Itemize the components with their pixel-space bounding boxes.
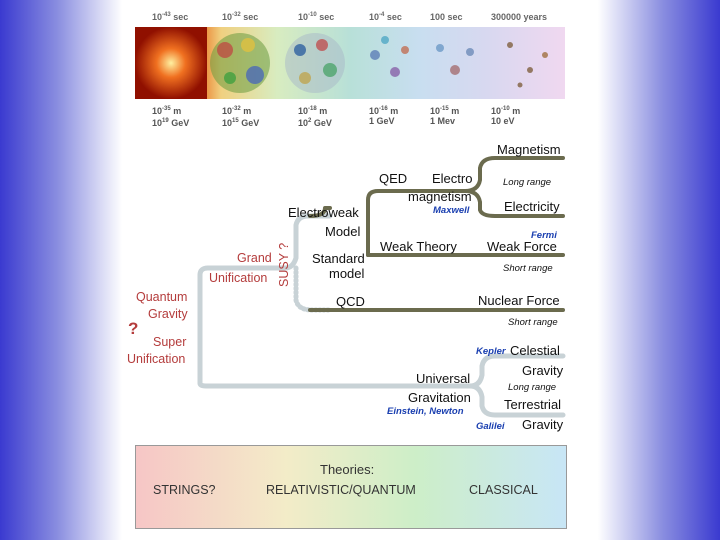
theory-relativistic-quantum: RELATIVISTIC/QUANTUM (266, 483, 416, 497)
theories-title: Theories: (320, 462, 375, 477)
label-model: Model (325, 224, 361, 239)
label-short-range-1: Short range (503, 263, 553, 274)
label-magnetism: Magnetism (497, 142, 561, 157)
time-label-3: 10-4 sec (369, 12, 402, 22)
label-electricity: Electricity (504, 199, 560, 214)
label-question: ? (128, 319, 139, 338)
label-fermi: Fermi (531, 230, 557, 241)
particle-blobs (210, 33, 548, 93)
time-label-4: 100 sec (430, 12, 463, 22)
label-celestial: Celestial (510, 343, 560, 358)
label-gravity-c: Gravity (522, 363, 564, 378)
label-galilei: Galilei (476, 421, 505, 432)
label-model2: model (329, 266, 365, 281)
label-unification: Unification (209, 271, 268, 285)
label-gravity-t: Gravity (522, 417, 564, 432)
label-kepler: Kepler (476, 346, 506, 357)
label-einstein-newton: Einstein, Newton (387, 406, 464, 417)
label-short-range-2: Short range (508, 317, 558, 328)
label-super: Super (153, 335, 187, 349)
time-label-5: 300000 years (491, 12, 548, 22)
label-electroweak: Electroweak (288, 205, 359, 220)
time-label-2: 10-10 sec (298, 12, 335, 22)
line-universal-gravitation (197, 380, 473, 389)
label-standard: Standard (312, 251, 365, 266)
label-maxwell: Maxwell (433, 205, 470, 216)
label-weak-theory: Weak Theory (380, 239, 457, 254)
theory-strings: STRINGS? (153, 483, 216, 497)
time-label-0: 10-43 sec (152, 12, 189, 22)
theories-box: Theories: STRINGS? RELATIVISTIC/QUANTUM … (135, 445, 567, 529)
theory-tree-lines (197, 156, 566, 418)
line-terrestrial (467, 383, 566, 418)
label-magnetism2: magnetism (408, 189, 472, 204)
label-quantum: Quantum (136, 290, 188, 304)
line-electricity (463, 189, 565, 218)
label-qed: QED (379, 171, 408, 186)
label-unification2: Unification (127, 352, 186, 366)
label-gravitation: Gravitation (408, 390, 471, 405)
label-weak-force: Weak Force (487, 239, 557, 254)
label-terrestrial: Terrestrial (504, 397, 562, 412)
line-magnetism (463, 156, 565, 193)
label-long-range-2: Long range (508, 382, 557, 393)
label-electro: Electro (432, 171, 473, 186)
label-universal: Universal (416, 371, 471, 386)
label-nuclear-force: Nuclear Force (478, 293, 560, 308)
label-susy: SUSY ? (277, 242, 291, 287)
label-grand: Grand (237, 251, 272, 265)
label-gravity: Gravity (148, 307, 188, 321)
line-grand-unification (197, 265, 288, 386)
time-label-1: 10-32 sec (222, 12, 259, 22)
line-electroweak (366, 189, 467, 257)
line-susy-upper (282, 213, 333, 271)
theory-classical: CLASSICAL (469, 483, 538, 497)
label-long-range-1: Long range (503, 177, 552, 188)
line-susy-lower (293, 265, 333, 313)
label-qcd: QCD (336, 294, 365, 309)
